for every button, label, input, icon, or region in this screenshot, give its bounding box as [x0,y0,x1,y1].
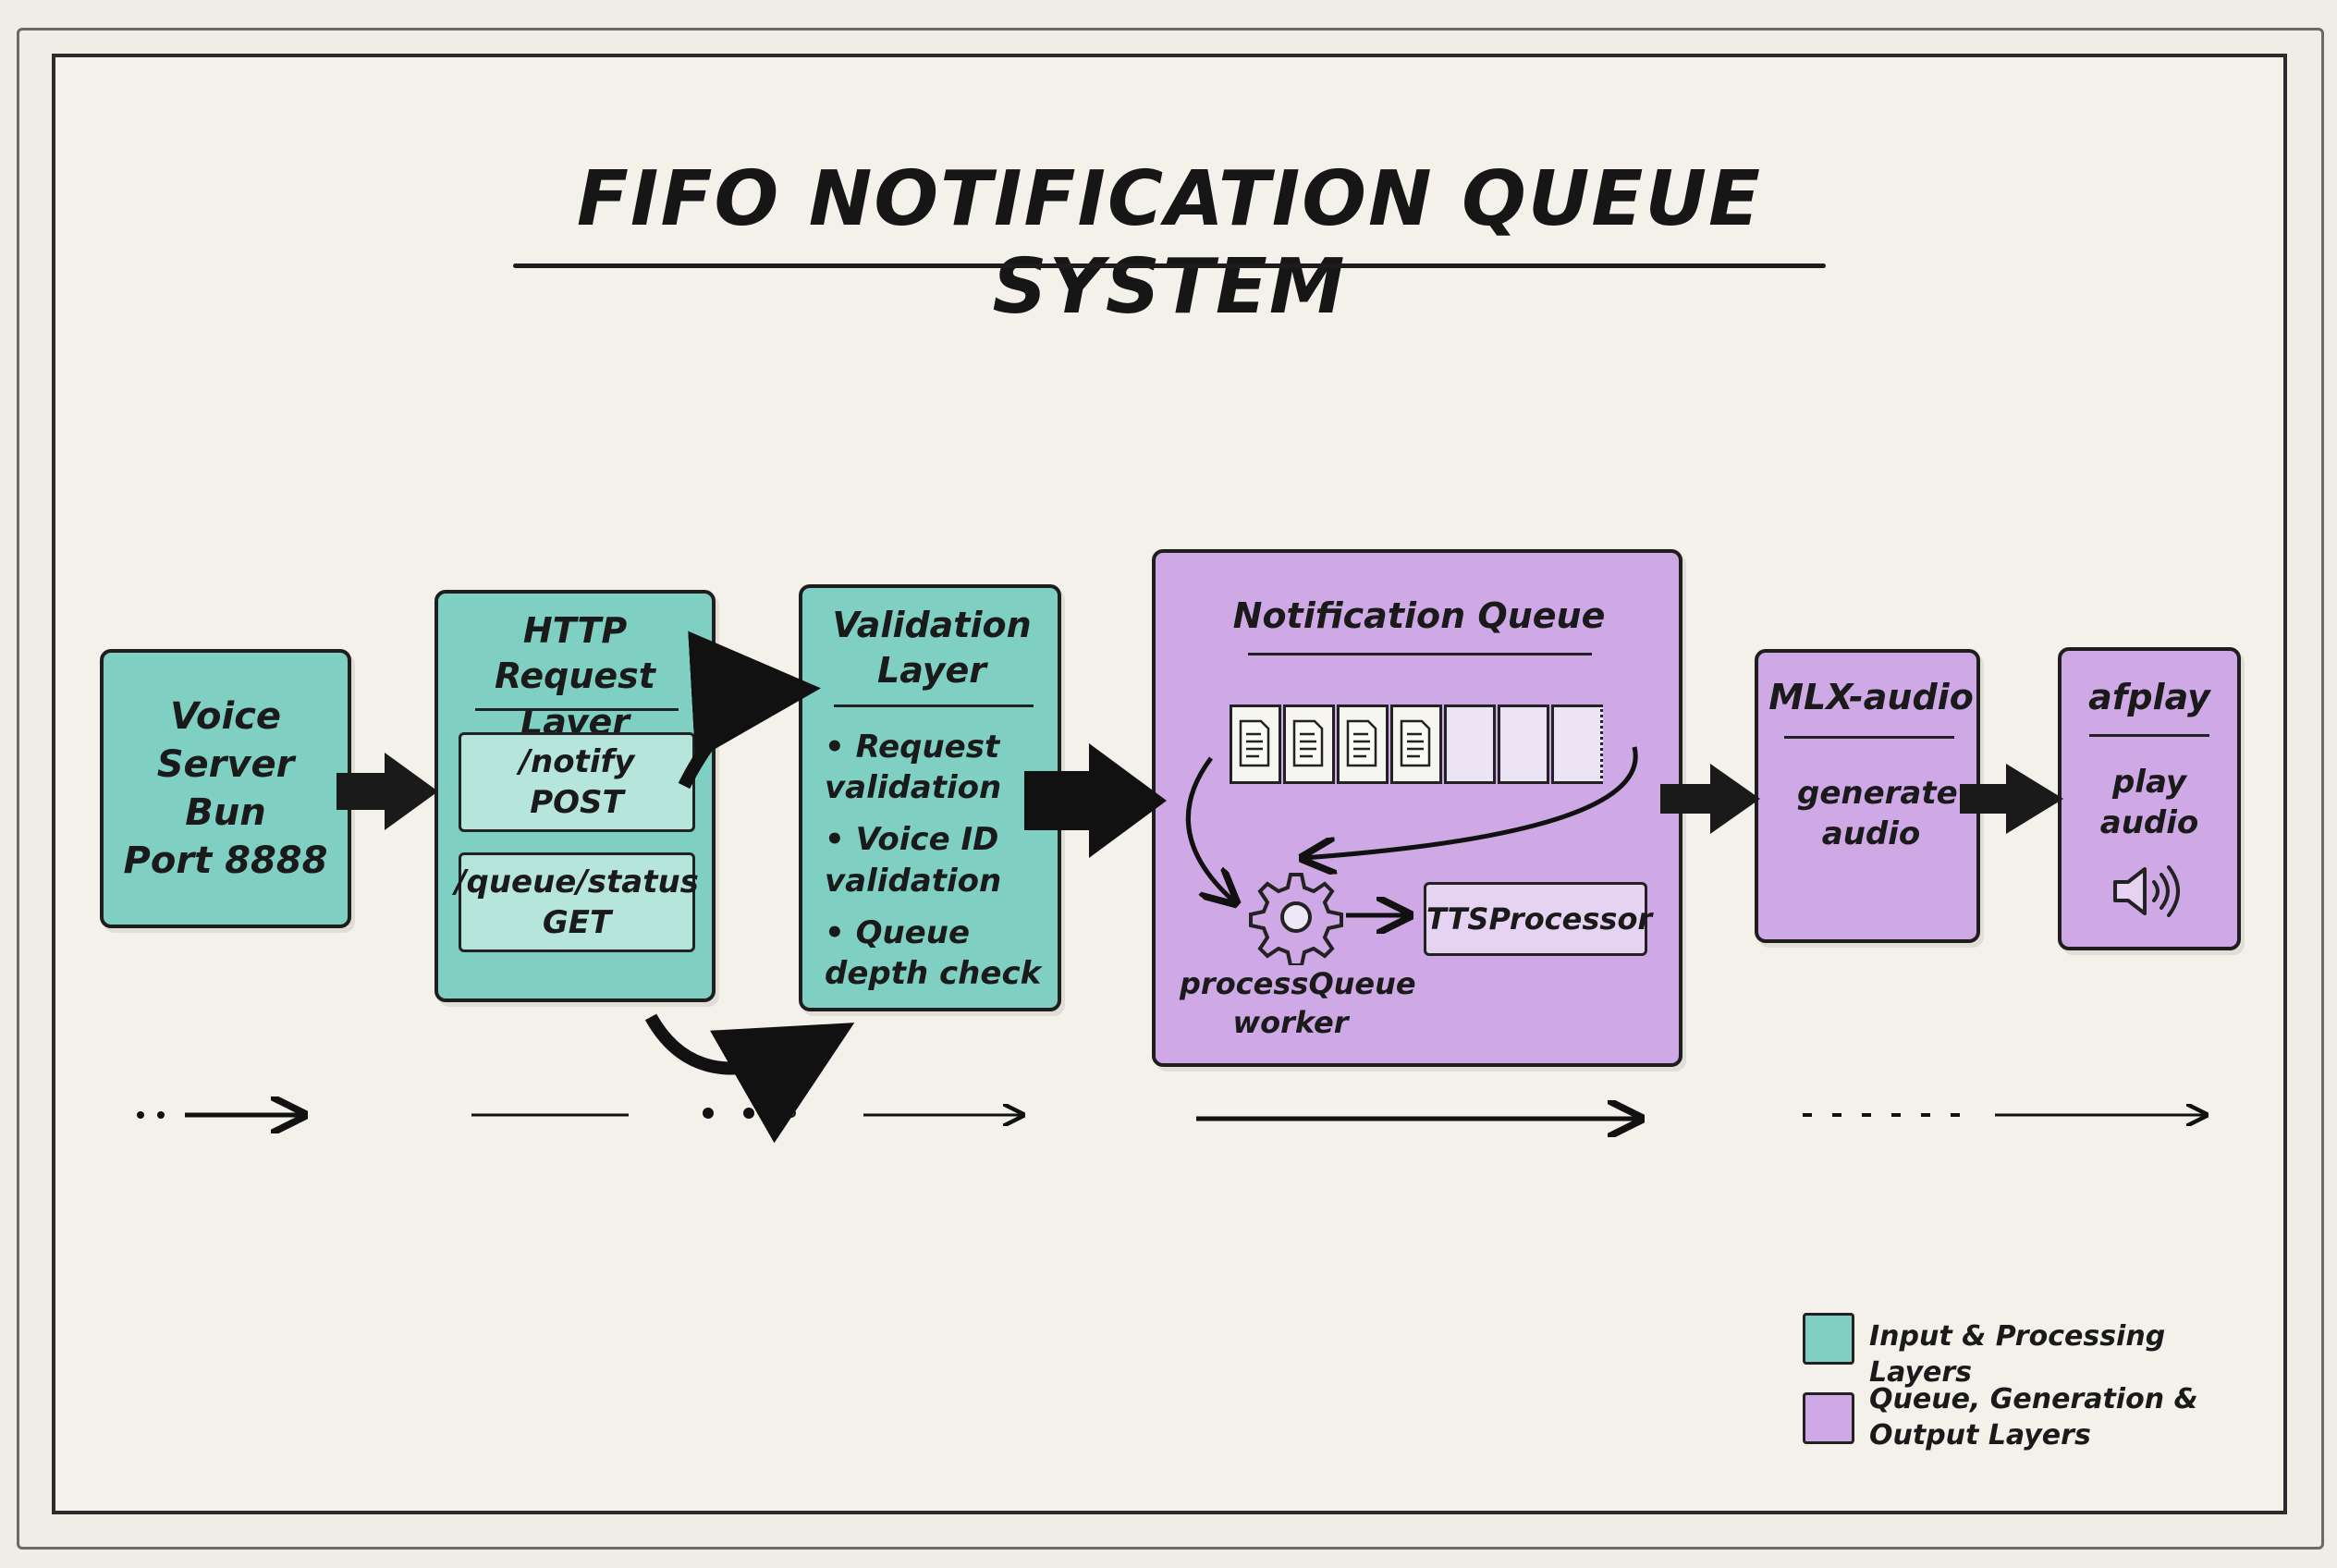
legend-swatch-teal [1803,1313,1854,1365]
document-icon [1346,719,1377,767]
arrow-validation-to-queue [1024,743,1167,858]
http-layer-rule [475,708,679,711]
gear-icon [1249,873,1343,965]
notification-queue-node: Notification Queue [1152,549,1682,1067]
notification-queue-title: Notification Queue [1232,595,1606,636]
notify-endpoint-method: POST [530,784,624,821]
document-icon [1239,719,1270,767]
arrow-status-to-validation [644,1013,855,1144]
queue-status-endpoint-path: /queue/status [455,863,699,900]
queue-status-endpoint: /queue/status GET [455,852,699,952]
queue-slot-empty [1551,704,1603,784]
notification-queue-rule [1248,653,1592,655]
voice-server-line-2: Bun [185,791,266,834]
queue-slot-filled [1337,704,1389,784]
queue-slots [1230,704,1603,788]
queue-documents [1239,719,1431,767]
queue-slot-filled [1283,704,1335,784]
voice-server-line-1: Voice Server [156,695,295,786]
document-icon [1292,719,1324,767]
mlx-audio-title: MLX-audio [1768,677,1974,717]
afplay-node: afplay play audio [2058,647,2241,950]
validation-item: • Request validation [825,729,1002,807]
mlx-audio-rule [1784,736,1954,739]
arrow-notify-to-validation [678,631,821,790]
validation-layer-rule [834,704,1034,707]
speaker-icon [2113,865,2180,917]
queue-status-endpoint-method: GET [542,904,612,941]
queue-slot-empty [1498,704,1549,784]
title-underline [513,263,1826,268]
afplay-text: play audio [2099,764,2199,842]
queue-slot-empty [1444,704,1496,784]
mlx-audio-node: MLX-audio generate audio [1755,649,1980,943]
queue-slot-filled [1230,704,1281,784]
notify-endpoint: /notify POST [459,732,695,832]
notify-endpoint-path: /notify [519,742,635,780]
diagram-title: FIFO Notification Queue System [576,155,1763,331]
voice-server-node: Voice Server Bun Port 8888 [100,649,351,928]
document-icon [1400,719,1431,767]
mlx-audio-text: generate audio [1797,775,1958,853]
tts-processor-node: TTSProcessor [1424,882,1652,956]
afplay-title: afplay [2088,677,2210,717]
legend-label-input-processing: Input & Processing Layers [1869,1320,2166,1389]
outer-frame [17,28,2324,1550]
arrow-voice-to-http [336,753,438,830]
validation-checklist: • Request validation • Voice ID validati… [825,727,1056,1005]
validation-layer-title: Validation Layer [832,605,1032,692]
legend-label-queue-output: Queue, Generation & Output Layers [1869,1383,2198,1452]
arrow-queue-to-gear [1185,756,1235,902]
validation-layer-node: Validation Layer • Request validation • … [799,584,1061,1011]
validation-item: • Voice ID validation [825,821,1002,900]
arrow-queue-loop-back [1303,746,1638,858]
http-request-layer-node: HTTP Request Layer /notify POST /queue/s… [434,590,716,1002]
voice-server-line-3: Port 8888 [123,839,328,882]
arrow-queue-to-mlx [1660,764,1760,834]
validation-item: • Queue depth check [825,913,1042,992]
arrow-mlx-to-afplay [1960,764,2063,834]
process-queue-worker-label: processQueue worker [1180,966,1416,1040]
flow-timeline [137,1108,2206,1119]
legend-swatch-purple [1803,1392,1854,1444]
afplay-rule [2089,734,2209,737]
